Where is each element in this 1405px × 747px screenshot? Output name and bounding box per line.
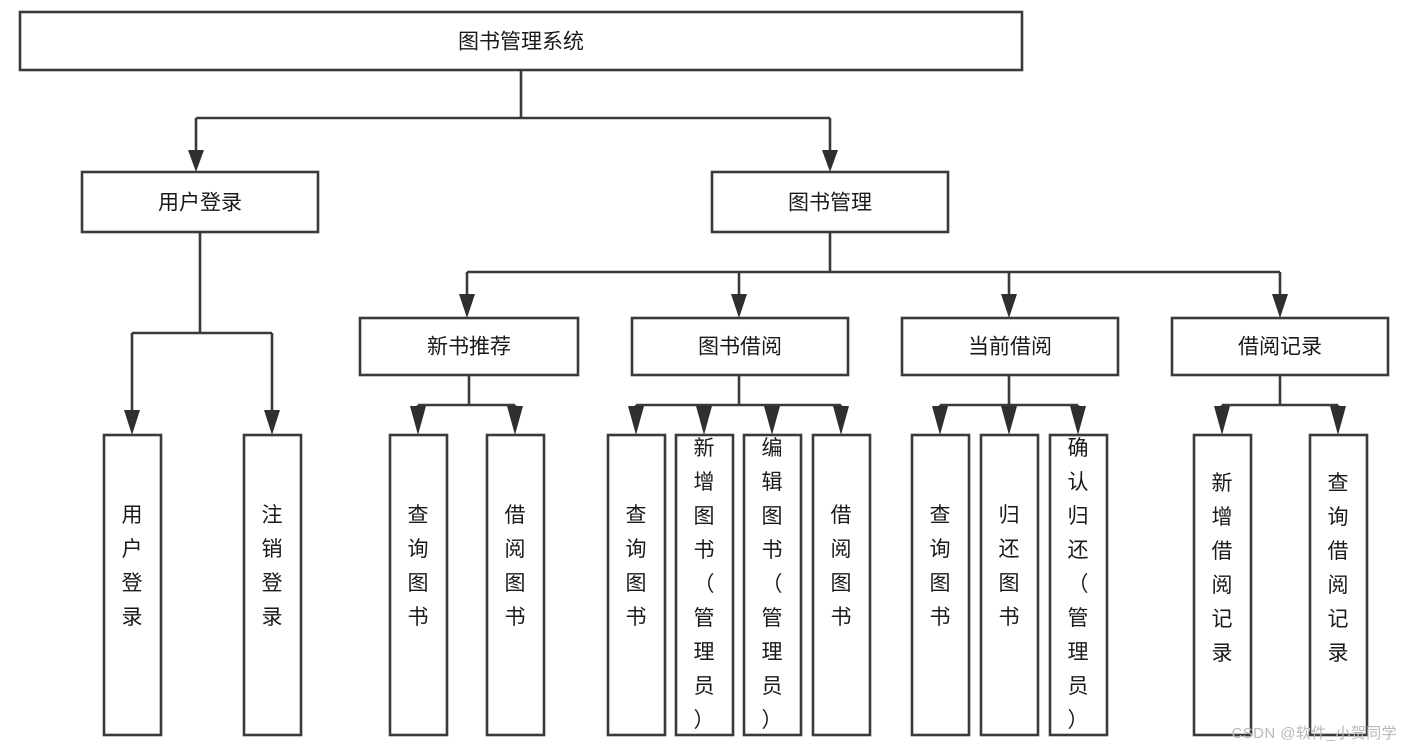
arrow-borrow-leaf-1 [628,406,644,435]
node-root-system[interactable]: 图书管理系统 [18,10,1024,72]
arrow-to-new-book [459,294,475,318]
node-user-login-box[interactable] [80,170,320,234]
leaf-current-query-box[interactable] [910,433,971,737]
leaf-borrow-query-box[interactable] [606,433,667,737]
leaf-record-add-box[interactable] [1192,433,1253,737]
arrow-current-leaf-1 [932,406,948,435]
leaf-new-book-query[interactable]: 查询图书 [388,433,449,737]
leaf-current-return-box[interactable] [979,433,1040,737]
arrow-new-book-leaf-2 [507,406,523,435]
leaf-record-add[interactable]: 新增借阅记录 [1192,433,1253,737]
arrow-root-to-user-login [188,150,204,172]
leaf-new-book-borrow-label: 借阅图书 [505,504,526,629]
arrow-to-borrow [731,294,747,318]
node-current-borrow-box[interactable] [900,316,1120,377]
leaf-current-confirm-return[interactable]: 确认归还（管理员） [1048,433,1109,737]
leaf-new-book-query-box[interactable] [388,433,449,737]
node-new-book-recommend-box[interactable] [358,316,580,377]
leaf-current-query-label: 查询图书 [930,504,951,629]
leaf-current-query[interactable]: 查询图书 [910,433,971,737]
arrow-current-leaf-2 [1001,406,1017,435]
node-root-system-label: 图书管理系统 [458,31,584,54]
node-borrow-record[interactable]: 借阅记录 [1170,316,1390,377]
leaf-borrow-edit-book-label: 编辑图书（管理员） [762,437,783,732]
csdn-watermark: CSDN @软件_小贺同学 [1231,725,1397,742]
node-book-borrow-box[interactable] [630,316,850,377]
leaf-user-login-logout[interactable]: 注销登录 [242,433,303,737]
node-current-borrow-label: 当前借阅 [968,336,1052,359]
connector-layer [124,70,1346,435]
leaf-borrow-query-label: 查询图书 [626,504,647,629]
leaf-borrow-add-book[interactable]: 新增图书（管理员） [674,433,735,737]
node-book-borrow[interactable]: 图书借阅 [630,316,850,377]
leaf-borrow-edit-book-box[interactable] [742,433,803,737]
arrow-borrow-leaf-4 [833,406,849,435]
leaf-record-query-box[interactable] [1308,433,1369,737]
arrow-borrow-leaf-2 [696,406,712,435]
node-book-borrow-label: 图书借阅 [698,336,782,359]
leaf-borrow-query[interactable]: 查询图书 [606,433,667,737]
node-book-manage-box[interactable] [710,170,950,234]
leaf-borrow-borrow-book-label: 借阅图书 [831,504,852,629]
node-new-book-recommend[interactable]: 新书推荐 [358,316,580,377]
leaf-borrow-borrow-book[interactable]: 借阅图书 [811,433,872,737]
arrow-current-leaf-3 [1070,406,1086,435]
arrow-user-login-leaf-1 [124,410,140,435]
leaf-record-query-label: 查询借阅记录 [1328,472,1349,665]
arrow-root-to-book-manage [822,150,838,172]
arrow-new-book-leaf-1 [410,406,426,435]
leaf-current-return[interactable]: 归还图书 [979,433,1040,737]
arrow-record-leaf-1 [1214,406,1230,435]
leaf-user-login-login[interactable]: 用户登录 [102,433,163,737]
leaf-record-query[interactable]: 查询借阅记录 [1308,433,1369,737]
leaf-user-login-login-label: 用户登录 [122,504,143,629]
arrow-record-leaf-2 [1330,406,1346,435]
node-borrow-record-label: 借阅记录 [1238,336,1322,359]
node-current-borrow[interactable]: 当前借阅 [900,316,1120,377]
leaf-record-add-label: 新增借阅记录 [1212,472,1233,665]
node-root-system-box[interactable] [18,10,1024,72]
leaf-borrow-borrow-book-box[interactable] [811,433,872,737]
node-borrow-record-box[interactable] [1170,316,1390,377]
node-user-login-label: 用户登录 [158,192,242,215]
leaf-user-login-login-box[interactable] [102,433,163,737]
arrow-user-login-leaf-2 [264,410,280,435]
node-new-book-recommend-label: 新书推荐 [427,336,511,359]
leaf-new-book-query-label: 查询图书 [408,504,429,629]
leaf-current-return-label: 归还图书 [999,504,1020,629]
arrow-to-record [1272,294,1288,318]
leaf-user-login-logout-box[interactable] [242,433,303,737]
arrow-borrow-leaf-3 [764,406,780,435]
leaf-borrow-edit-book[interactable]: 编辑图书（管理员） [742,433,803,737]
leaf-borrow-add-book-label: 新增图书（管理员） [694,437,715,732]
node-user-login[interactable]: 用户登录 [80,170,320,234]
node-book-manage[interactable]: 图书管理 [710,170,950,234]
leaf-new-book-borrow-box[interactable] [485,433,546,737]
leaf-current-confirm-return-label: 确认归还（管理员） [1068,437,1089,732]
node-book-manage-label: 图书管理 [788,192,872,215]
arrow-to-current [1001,294,1017,318]
leaf-user-login-logout-label: 注销登录 [262,504,283,629]
leaf-borrow-add-book-box[interactable] [674,433,735,737]
leaf-new-book-borrow[interactable]: 借阅图书 [485,433,546,737]
leaf-current-confirm-return-box[interactable] [1048,433,1109,737]
